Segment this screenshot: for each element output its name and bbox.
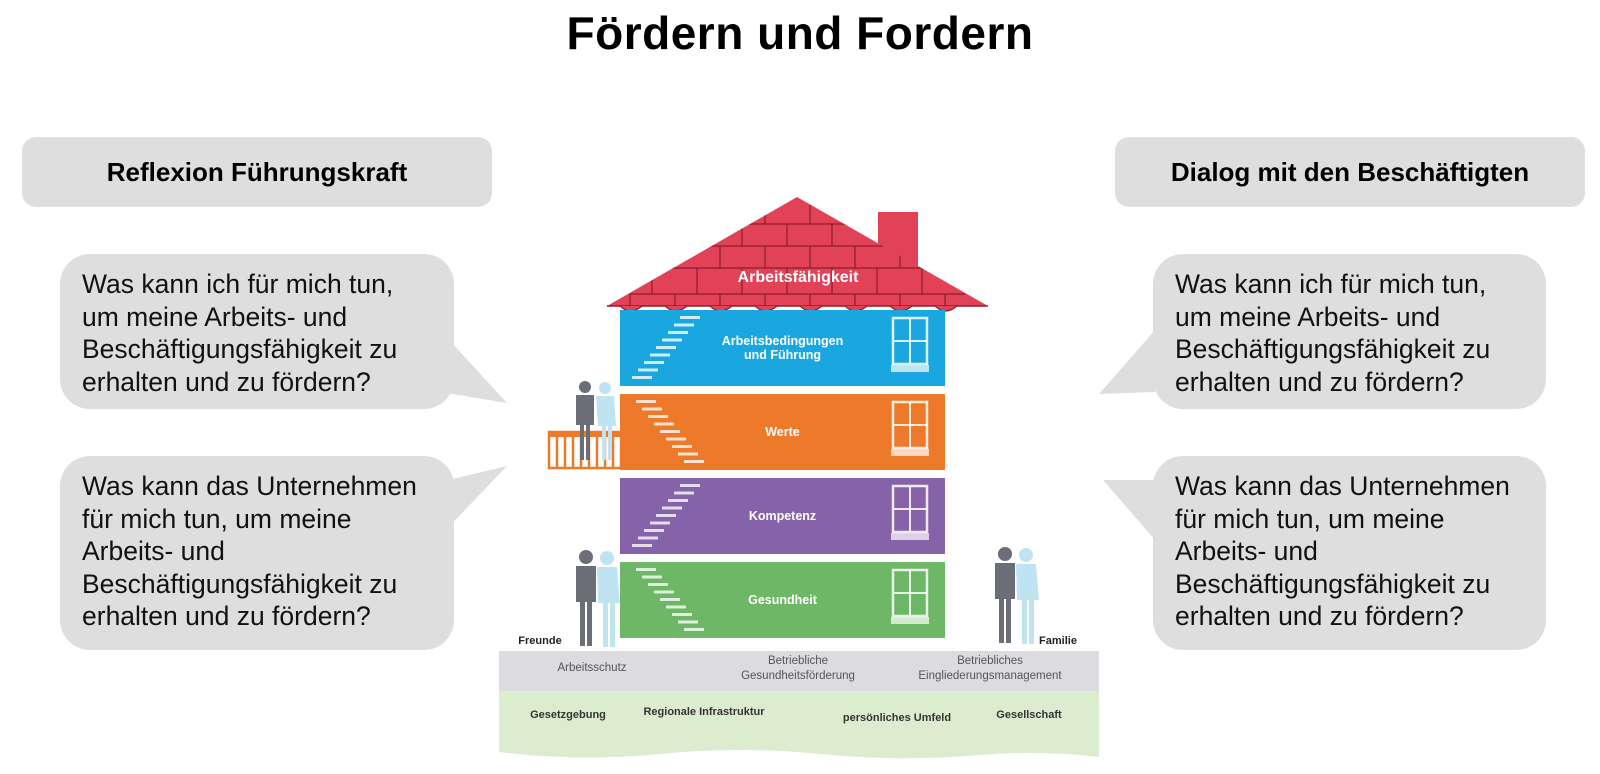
foundation-top-band	[499, 651, 1099, 691]
people-label-familie: Familie	[1039, 635, 1077, 647]
bubble-line: Was kann ich für mich tun,	[82, 269, 394, 299]
right-bubble-1: Was kann ich für mich tun, um meine Arbe…	[1153, 254, 1546, 409]
floor-label: Kompetenz	[749, 509, 816, 523]
bubble-line: Beschäftigungsfähigkeit zu	[82, 568, 398, 599]
bubble-line: Was kann das Unternehmen	[1175, 471, 1510, 501]
left-header-box: Reflexion Führungskraft	[22, 137, 492, 207]
right-bubble-2-tail	[1103, 480, 1155, 540]
floor-2: Kompetenz	[620, 478, 945, 554]
bubble-line: Arbeits- und	[82, 536, 225, 566]
floor-label: Arbeitsbedingungen	[722, 334, 844, 348]
foundation-label-bgf-1: Betriebliche	[768, 655, 828, 667]
foundation-bottom-band	[499, 691, 1099, 759]
stairs-icon	[632, 484, 700, 547]
right-bubble-1-tail	[1099, 330, 1155, 394]
bubble-line: erhalten und zu fördern?	[1175, 366, 1464, 397]
floor-1: Werte	[620, 394, 945, 470]
bubble-line: Beschäftigungsfähigkeit zu	[82, 334, 398, 364]
foundation-label-gesetzgebung: Gesetzgebung	[530, 709, 606, 721]
page-title: Fördern und Fordern	[566, 7, 1034, 59]
people-label-freunde: Freunde	[518, 635, 561, 647]
roof-label: Arbeitsfähigkeit	[738, 269, 860, 286]
floor-label: Gesundheit	[748, 593, 818, 607]
roof	[607, 197, 988, 312]
bubble-line: erhalten und zu fördern?	[82, 366, 371, 397]
left-bubble-1: Was kann ich für mich tun, um meine Arbe…	[60, 254, 454, 409]
foundation-label-arbeitsschutz: Arbeitsschutz	[557, 662, 626, 674]
house-diagram: Arbeitsschutz Betriebliche Gesundheitsfö…	[480, 190, 1120, 770]
foundation-label-bgf-2: Gesundheitsförderung	[741, 670, 855, 682]
bubble-line: Was kann das Unternehmen	[82, 471, 417, 501]
floor-label: Werte	[765, 425, 800, 439]
foundation-label-umfeld: persönliches Umfeld	[843, 712, 951, 724]
window-icon	[891, 400, 929, 456]
people-freunde	[576, 550, 620, 647]
left-header-label: Reflexion Führungskraft	[106, 156, 408, 187]
right-header-box: Dialog mit den Beschäftigten	[1115, 137, 1585, 207]
right-bubble-2: Was kann das Unternehmen für mich tun, u…	[1153, 456, 1546, 650]
window-icon	[891, 568, 929, 624]
bubble-line: um meine Arbeits- und	[82, 301, 348, 332]
foundation-label-gesellschaft: Gesellschaft	[996, 709, 1062, 721]
foundation-label-bem-2: Eingliederungsmanagement	[918, 670, 1062, 682]
stairs-icon	[636, 568, 704, 631]
right-header-label: Dialog mit den Beschäftigten	[1170, 156, 1530, 187]
foundation-label-bem-1: Betriebliches	[957, 655, 1023, 667]
house-svg: Arbeitsschutz Betriebliche Gesundheitsfö…	[499, 197, 1099, 759]
left-bubble-2: Was kann das Unternehmen für mich tun, u…	[60, 456, 454, 650]
bubble-line: Beschäftigungsfähigkeit zu	[1175, 568, 1491, 599]
bubble-line: um meine Arbeits- und	[1175, 301, 1441, 332]
floor-3: Gesundheit	[620, 562, 945, 638]
stairs-icon	[636, 400, 704, 463]
left-bubble-1-tail	[440, 330, 507, 403]
bubble-line: Was kann ich für mich tun,	[1175, 269, 1487, 299]
bubble-line: für mich tun, um meine	[82, 503, 352, 534]
bubble-line: Arbeits- und	[1175, 536, 1318, 566]
bubble-line: Beschäftigungsfähigkeit zu	[1175, 334, 1491, 364]
window-icon	[891, 484, 929, 540]
bubble-line: erhalten und zu fördern?	[82, 601, 371, 631]
stairs-icon	[632, 316, 700, 379]
floor-label: und Führung	[744, 348, 821, 362]
left-bubble-2-tail	[440, 466, 507, 536]
foundation-label-infrastruktur: Regionale Infrastruktur	[643, 706, 765, 718]
people-familie	[995, 547, 1039, 644]
bubble-line: erhalten und zu fördern?	[1175, 601, 1464, 631]
people-balcony	[576, 381, 616, 460]
bubble-line: für mich tun, um meine	[1175, 503, 1445, 534]
window-icon	[891, 316, 929, 372]
